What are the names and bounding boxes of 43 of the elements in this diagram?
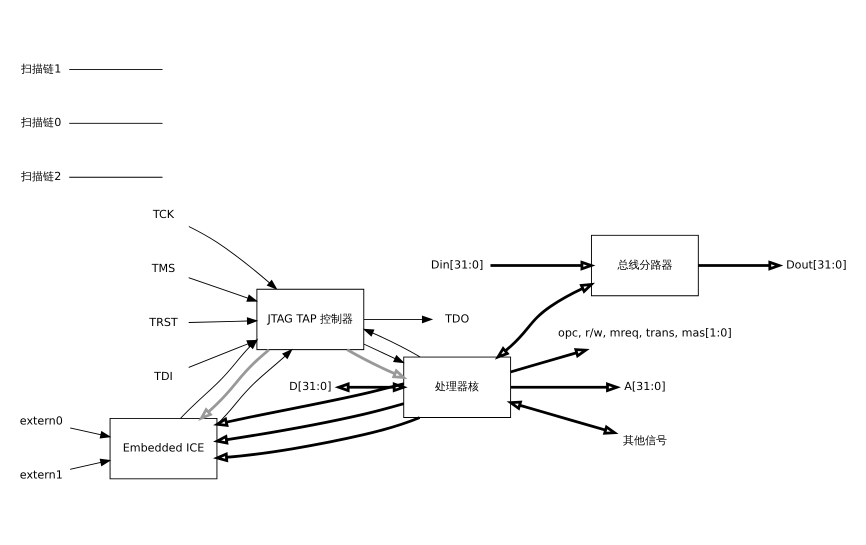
node-box: 处理器核 bbox=[403, 356, 512, 418]
node-text: A[31:0] bbox=[624, 380, 666, 394]
arrow bbox=[334, 382, 408, 392]
arrow bbox=[494, 282, 596, 360]
arrow bbox=[346, 348, 408, 380]
node-text: TCK bbox=[152, 208, 174, 222]
node-text: 扫描链0 bbox=[21, 116, 62, 130]
arrow bbox=[70, 458, 112, 470]
arrow bbox=[362, 328, 421, 358]
arrow bbox=[70, 427, 112, 439]
connector bbox=[68, 176, 163, 178]
connector bbox=[68, 68, 163, 70]
node-text: 其他信号 bbox=[622, 434, 667, 448]
node-text: extern0 bbox=[20, 414, 63, 428]
arrow bbox=[213, 416, 420, 462]
arrow bbox=[188, 277, 258, 302]
node-box: Embedded ICE bbox=[110, 418, 218, 480]
node-box: 总线分路器 bbox=[590, 234, 699, 296]
arrow bbox=[188, 317, 258, 325]
arrow bbox=[506, 400, 619, 435]
arrow bbox=[510, 382, 621, 392]
node-text: TDI bbox=[154, 370, 173, 383]
node-text: extern1 bbox=[20, 468, 63, 482]
arrow bbox=[490, 260, 596, 271]
node-text: Din[31:0] bbox=[430, 258, 484, 272]
node-text: 扫描链1 bbox=[21, 62, 62, 76]
node-text: Dout[31:0] bbox=[786, 258, 847, 272]
arrow bbox=[698, 260, 784, 271]
node-text: opc, r/w, mreq, trans, mas[1:0] bbox=[558, 326, 732, 340]
arrow bbox=[364, 344, 405, 364]
arrow bbox=[188, 226, 278, 290]
node-text: TMS bbox=[152, 262, 176, 276]
arrow bbox=[364, 316, 434, 324]
node-text: TDO bbox=[445, 312, 470, 326]
arrow bbox=[213, 382, 404, 427]
node-text: D[31:0] bbox=[289, 380, 332, 394]
node-text: TRST bbox=[149, 316, 178, 330]
connector bbox=[68, 122, 163, 124]
arrow bbox=[198, 348, 270, 422]
arrow bbox=[510, 348, 590, 374]
arrow bbox=[213, 402, 404, 445]
node-box: JTAG TAP 控制器 bbox=[256, 288, 364, 350]
node-text: 扫描链2 bbox=[21, 170, 62, 184]
